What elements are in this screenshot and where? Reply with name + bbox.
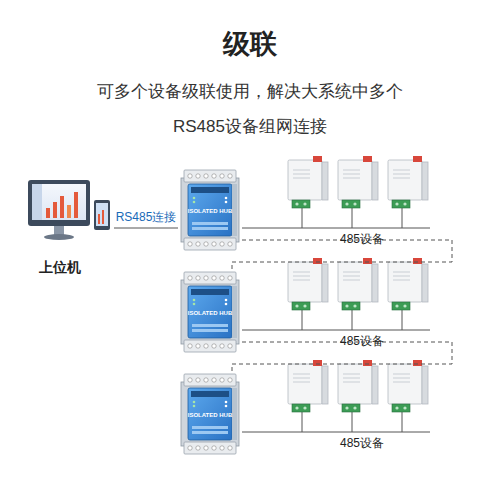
rs485-cable	[242, 432, 282, 433]
device-group: 485设备	[282, 354, 442, 454]
rs485-cable	[242, 330, 282, 331]
text-group: 485设备	[282, 334, 442, 350]
rs485-device	[388, 156, 428, 208]
module-label: ISOLATED HUB	[182, 310, 238, 318]
host-computer: 上位机	[22, 172, 114, 280]
node-label: 上位机	[30, 258, 90, 276]
device-group: 485设备	[282, 252, 442, 352]
text-group: ISOLATED HUB	[182, 310, 238, 318]
rs485-device	[388, 258, 428, 310]
connection-label: RS485连接	[116, 209, 177, 226]
device-label: 485设备	[282, 334, 442, 350]
text-group: 上位机	[30, 258, 90, 276]
device-group: 485设备	[282, 150, 442, 250]
module-label: ISOLATED HUB	[182, 208, 238, 216]
isolated-hub-module	[181, 272, 239, 352]
text-group: 485设备	[282, 232, 442, 248]
rs485-cable	[242, 228, 282, 229]
isolated-hub: ISOLATED HUB	[178, 272, 242, 352]
computer-illustration	[28, 180, 110, 240]
rs485-cable	[114, 228, 178, 229]
isolated-hub: ISOLATED HUB	[178, 170, 242, 250]
text-group: ISOLATED HUB	[182, 208, 238, 216]
device-label: 485设备	[282, 436, 442, 452]
isolated-hub-module	[181, 374, 239, 454]
rs485-device	[338, 360, 378, 412]
rs485-device	[288, 360, 328, 412]
rs485-device	[338, 258, 378, 310]
device-label: 485设备	[282, 232, 442, 248]
rs485-device	[288, 258, 328, 310]
isolated-hub: ISOLATED HUB	[178, 374, 242, 454]
text-group: 485设备	[282, 436, 442, 452]
diagram-title: 级联	[0, 26, 500, 62]
rs485-device	[338, 156, 378, 208]
rs485-device	[288, 156, 328, 208]
isolated-hub-module	[181, 170, 239, 250]
text-group: ISOLATED HUB	[182, 412, 238, 420]
diagram-caption: 可多个设备级联使用，解决大系统中多个 RS485设备组网连接	[92, 74, 408, 144]
rs485-device	[388, 360, 428, 412]
module-label: ISOLATED HUB	[182, 412, 238, 420]
